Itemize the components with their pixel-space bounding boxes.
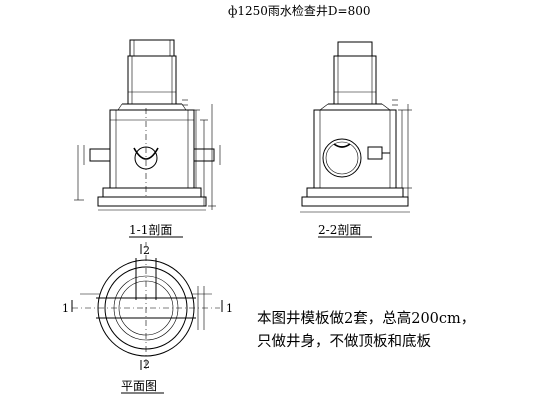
note-line-2: 只做井身，不做顶板和底板 (257, 334, 431, 350)
foundation (97, 196, 207, 207)
section-1-1-label: 1-1剖面 (129, 223, 172, 237)
riser-cap-2 (337, 41, 373, 57)
cut-mark-2-bottom: 2 (143, 358, 150, 371)
left-pipe-stub (89, 148, 111, 162)
plan-view-label: 平面图 (121, 379, 157, 393)
riser-shaft (127, 55, 177, 105)
section-2-2-label: 2-2剖面 (318, 223, 361, 237)
inner-wall-circle (104, 266, 188, 350)
drawing-title: ф1250雨水检查井D=800 (228, 3, 371, 18)
section-2-2-view: 2-2剖面 (300, 41, 412, 238)
section-1-1-view: 1-1剖面 (74, 39, 221, 238)
base-slab-2 (306, 187, 404, 198)
cut-mark-1-right: 1 (226, 302, 233, 315)
pipe-opening-2 (322, 138, 362, 178)
cut-mark-1-left: 1 (62, 302, 69, 315)
base-slab (102, 187, 202, 198)
construction-note: 本图井模板做2套，总高200cm， 只做井身，不做顶板和底板 (257, 308, 557, 354)
note-line-1: 本图井模板做2套，总高200cm， (257, 311, 476, 327)
cut-mark-2-top: 2 (143, 244, 150, 257)
side-pipe-2 (367, 146, 383, 160)
foundation-2 (301, 196, 409, 207)
plan-view: 2 2 1 1 平面图 (62, 242, 233, 394)
riser-shaft-2 (333, 55, 377, 105)
riser-cap (129, 39, 175, 57)
